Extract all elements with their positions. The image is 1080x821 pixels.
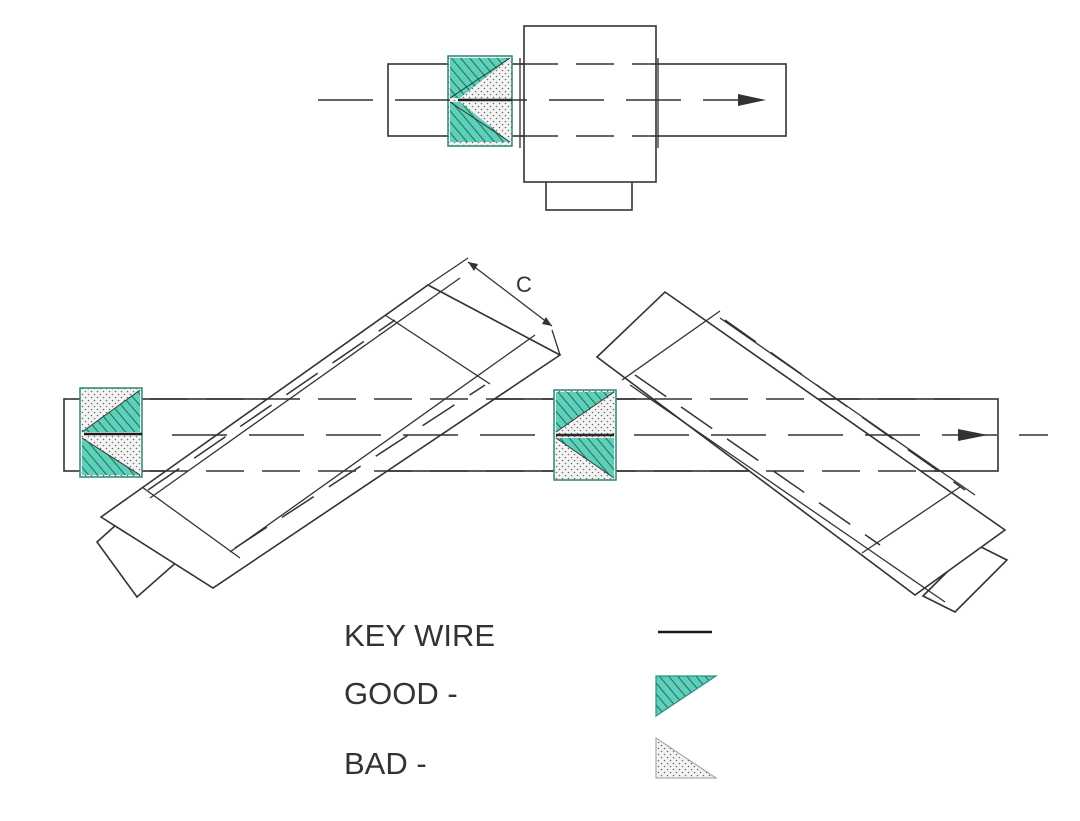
bottom-shaft	[63, 398, 999, 472]
top-clutch-base	[545, 179, 633, 211]
right-angled-clutch	[595, 290, 1009, 613]
dimension-c: C	[427, 257, 561, 356]
legend: KEY WIRE GOOD - BAD -	[344, 618, 718, 781]
legend-bad-swatch	[655, 737, 718, 779]
legend-key-wire-label: KEY WIRE	[344, 618, 495, 653]
bottom-view: C	[63, 257, 1048, 613]
top-view	[318, 25, 787, 211]
left-angled-clutch	[95, 277, 562, 599]
top-clutch-body	[523, 25, 657, 183]
top-direction-arrow	[738, 94, 766, 106]
bottom-direction-arrow	[958, 429, 988, 441]
legend-good-label: GOOD -	[344, 676, 458, 711]
dimension-c-label: C	[516, 272, 532, 297]
legend-good-swatch	[655, 675, 718, 718]
legend-bad-label: BAD -	[344, 746, 427, 781]
left-key-block	[79, 387, 143, 478]
top-key-block	[447, 55, 513, 147]
